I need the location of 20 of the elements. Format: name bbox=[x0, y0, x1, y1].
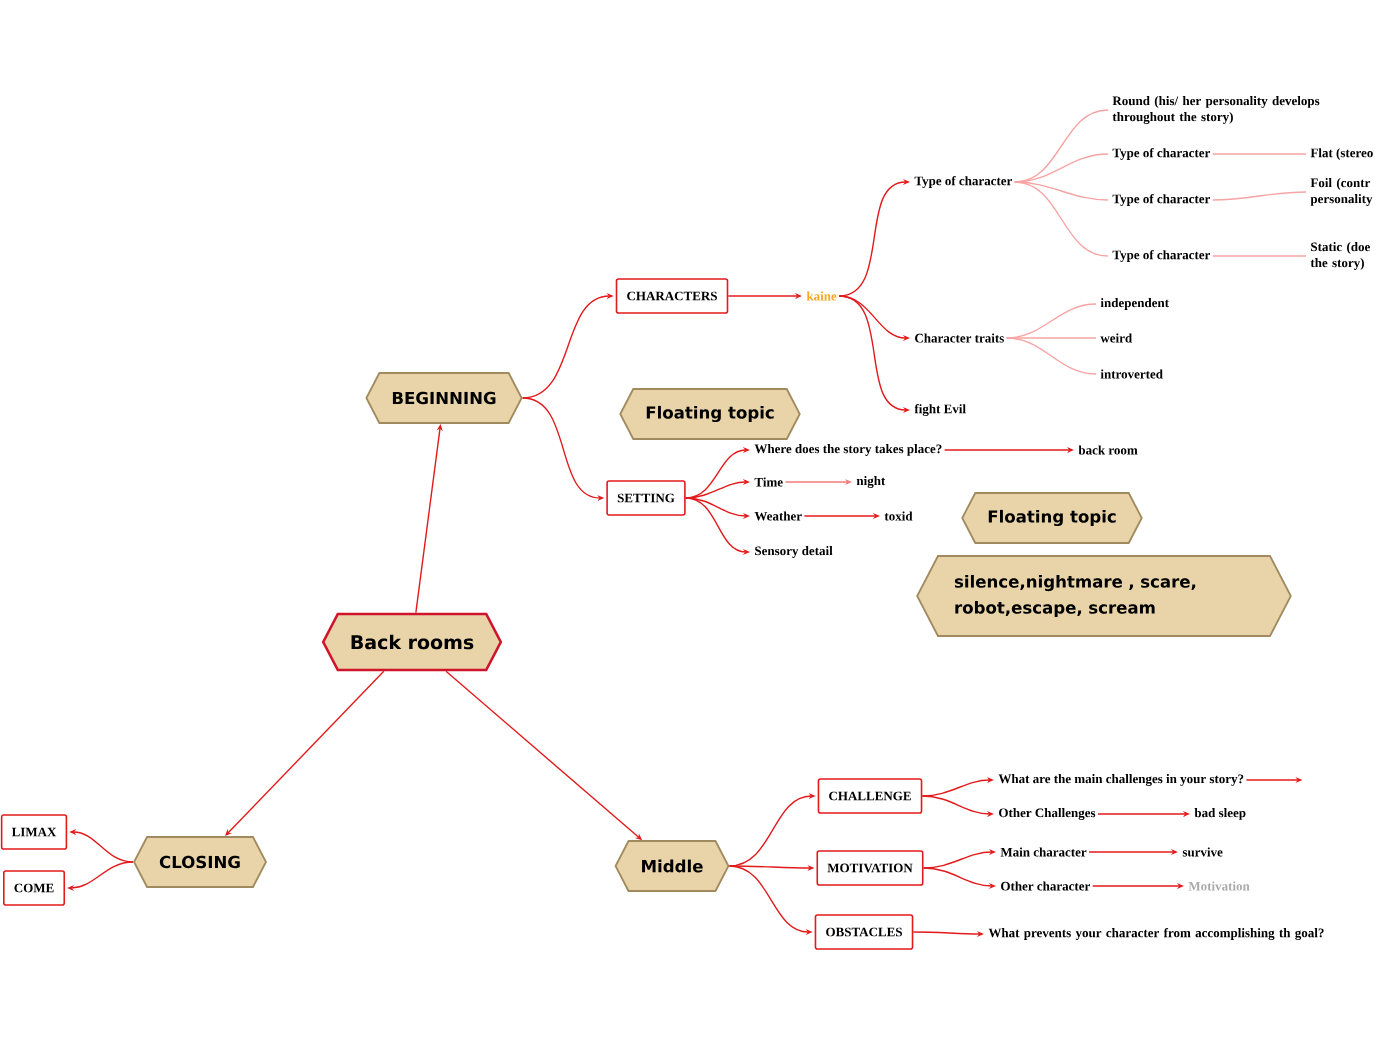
connector-arrow bbox=[838, 178, 910, 297]
connector-line bbox=[1014, 181, 1109, 201]
topic-hexagon: Floating topic bbox=[961, 492, 1143, 544]
connector-line bbox=[1014, 181, 1109, 257]
topic-hexagon: CLOSING bbox=[133, 836, 267, 888]
topic-hexagon: Floating topic bbox=[619, 388, 801, 440]
connector-arrow bbox=[921, 776, 994, 797]
connector-line bbox=[1005, 337, 1097, 339]
connector-arrow bbox=[685, 478, 750, 499]
topic-hexagon: BEGINNING bbox=[365, 372, 523, 424]
topic-hexagon: silence,nightmare , scare, robot,escape, scream bbox=[916, 555, 1292, 637]
topic-hexagon: Middle bbox=[614, 840, 730, 892]
connector-line bbox=[1212, 191, 1307, 201]
connector-line bbox=[1014, 153, 1109, 183]
connector-arrow bbox=[922, 848, 996, 869]
connector-line bbox=[1212, 255, 1307, 257]
connector-line bbox=[1005, 337, 1097, 375]
connector-line bbox=[1212, 153, 1307, 155]
connector-arrow bbox=[67, 861, 134, 892]
central-topic-hexagon: Back rooms bbox=[321, 612, 503, 672]
